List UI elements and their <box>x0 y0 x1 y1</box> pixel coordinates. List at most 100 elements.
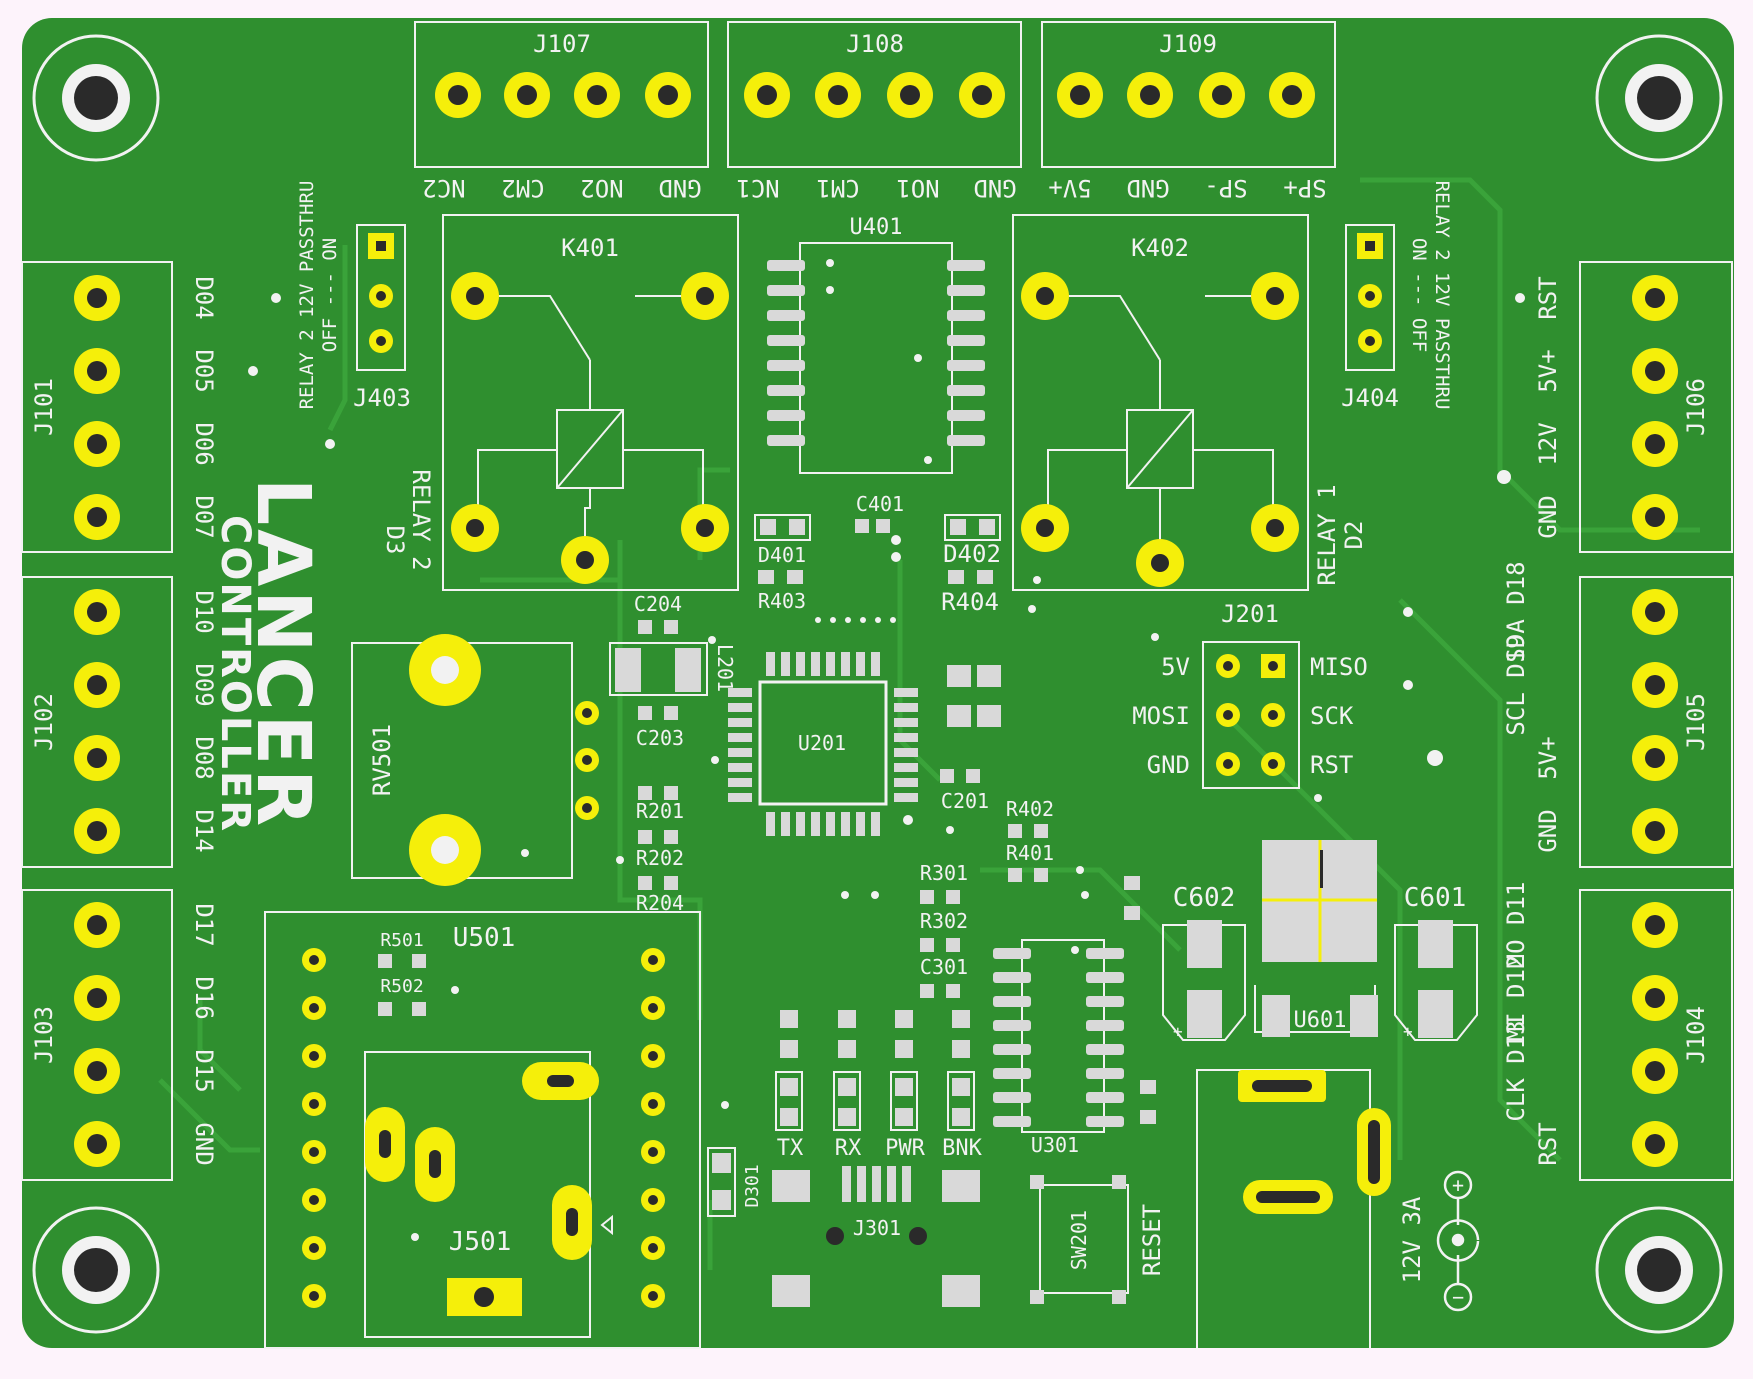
r402-pad <box>1008 824 1022 838</box>
pin-label: D06 <box>190 422 218 465</box>
r302-pad <box>946 938 960 952</box>
j501-slot <box>566 1208 578 1236</box>
pin-label: D04 <box>190 276 218 319</box>
r401-pad <box>1034 868 1048 882</box>
rv501-ref: RV501 <box>368 724 396 796</box>
isp-gnd: GND <box>1147 751 1190 779</box>
pin-label: GND <box>1534 809 1562 852</box>
k401-ref: K401 <box>561 234 619 262</box>
u401-ref: U401 <box>850 215 903 240</box>
u601-ref: U601 <box>1294 1008 1347 1033</box>
polarity-minus: − <box>1452 1285 1464 1309</box>
connector-j101: J101 <box>21 261 173 553</box>
connector-j108: J108 <box>727 21 1022 168</box>
d402-pad <box>950 519 966 535</box>
j403-ref: J403 <box>353 384 411 412</box>
r502-pad <box>412 1002 426 1016</box>
connector-j102: J102 <box>21 576 173 868</box>
j102-ref: J102 <box>30 693 58 751</box>
r404-pad <box>977 570 993 584</box>
power-rating: 12V 3A <box>1398 1196 1426 1283</box>
j107-ref: J107 <box>533 30 591 58</box>
j106-ref: J106 <box>1682 378 1710 436</box>
isp-5v: 5V <box>1161 653 1190 681</box>
switch-sw201: SW201 RESET <box>1030 1175 1166 1304</box>
c203-pad <box>638 706 652 720</box>
c203-pad <box>664 706 678 720</box>
r502-pad <box>378 1002 392 1016</box>
u201-ref: U201 <box>798 731 846 755</box>
c602-label: C602 <box>1173 883 1236 913</box>
status-leds: TX RX PWR BNK <box>775 1010 983 1161</box>
jumper-j404: J404 RELAY 2 12V PASSTHRU ON --- OFF <box>1341 181 1453 412</box>
l201-pad <box>615 648 641 692</box>
j109-ref: J109 <box>1159 30 1217 58</box>
r404-pad <box>948 570 964 584</box>
j501-slot <box>429 1150 441 1178</box>
pin-label: D17 <box>190 903 218 946</box>
jumper-j403: J403 RELAY 2 12V PASSTHRU OFF --- ON <box>296 181 411 412</box>
pin-label: GND <box>658 174 701 202</box>
pin-label: D15 <box>190 1049 218 1092</box>
c301-pad <box>920 984 934 998</box>
relay-k402: K402 RELAY 1 D2 <box>1012 214 1368 591</box>
led-label-rx: RX <box>835 1136 862 1161</box>
d402-outline <box>944 514 1001 541</box>
d301-pad <box>712 1153 731 1173</box>
r204-pad <box>638 876 652 890</box>
r402-pad <box>1034 824 1048 838</box>
j403-label: RELAY 2 12V PASSTHRU <box>296 181 318 410</box>
j501-arrow <box>600 1214 613 1236</box>
sw201-ref: SW201 <box>1067 1210 1091 1270</box>
j104-ref: J104 <box>1682 1006 1710 1064</box>
crystal <box>947 665 1001 727</box>
pin-label: MI D12 <box>1502 955 1530 1042</box>
j103-ref: J103 <box>30 1006 58 1064</box>
pin-label: D10 <box>190 590 218 633</box>
c401-pad <box>876 519 890 533</box>
r301-pad <box>920 890 934 904</box>
polarity-plus: + <box>1452 1173 1464 1197</box>
c-pad <box>1124 876 1140 890</box>
module-u501: U501 R501 R502 J501 <box>264 911 701 1349</box>
pin-label: 5V+ <box>1534 736 1562 779</box>
c201-label: C201 <box>941 789 989 813</box>
r202-label: R202 <box>636 846 684 870</box>
pin-label: RST <box>1534 276 1562 319</box>
j301-ref: J301 <box>853 1216 901 1240</box>
pin-label: D07 <box>190 495 218 538</box>
regulator-u601: U601 <box>1254 840 1378 1037</box>
k402-ref: K402 <box>1131 234 1189 262</box>
passives-mcu: C204 L201 C203 C201 R201 R202 R204 R402 … <box>609 592 1054 998</box>
j501-slot <box>547 1075 574 1087</box>
reset-label: RESET <box>1138 1204 1166 1276</box>
pin-label: SCL D19 <box>1502 634 1530 735</box>
j404-ref: J404 <box>1341 384 1399 412</box>
r201-label: R201 <box>636 799 684 823</box>
pin-label: 5V+ <box>1534 349 1562 392</box>
connector-j104: J104 <box>1579 889 1733 1181</box>
c-pad <box>1124 906 1140 920</box>
c401-label: C401 <box>856 492 904 516</box>
vias <box>248 259 1525 1241</box>
c204-pad <box>638 620 652 634</box>
isp-sck: SCK <box>1310 702 1354 730</box>
isp-miso: MISO <box>1310 653 1368 681</box>
r402-label: R402 <box>1006 797 1054 821</box>
r302-pad <box>920 938 934 952</box>
r403-pad <box>758 570 774 584</box>
r201-pad <box>664 786 678 800</box>
d401-outline <box>754 514 811 541</box>
pin-label: SP+ <box>1283 174 1326 202</box>
pin-label: D14 <box>190 809 218 852</box>
top-pin-labels: NC2 CM2 NO2 GND NC1 CM1 NO1 GND 5V+ GND … <box>422 174 1326 202</box>
j501-ref: J501 <box>449 1227 512 1257</box>
relay2-label: RELAY 2 <box>407 469 435 570</box>
pin-label: SDA D18 <box>1502 561 1530 662</box>
r201-pad <box>638 786 652 800</box>
pin-label: D09 <box>190 663 218 706</box>
mounting-hole-br <box>1595 1206 1723 1334</box>
j501-outline <box>364 1051 591 1338</box>
ic-u301: U301 <box>993 876 1156 1157</box>
